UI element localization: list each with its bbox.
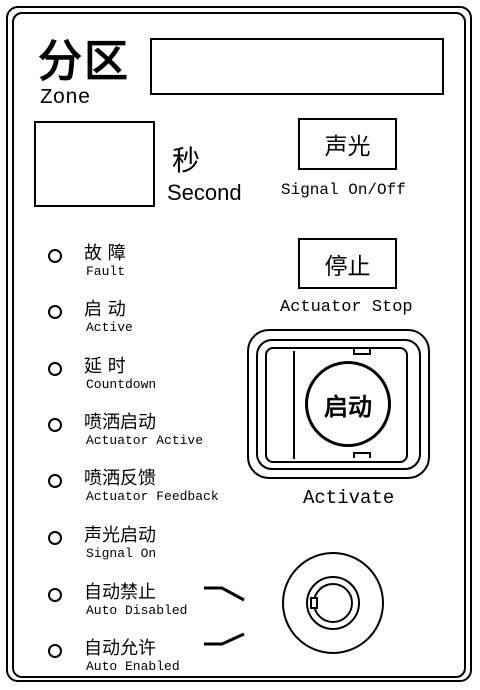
control-panel-inner (12, 12, 466, 678)
signal-toggle-caption: Signal On/Off (281, 181, 406, 199)
activate-button-frame-inner (256, 339, 421, 470)
activate-cover-tab-top (353, 349, 371, 355)
indicator-lamp-icon (48, 249, 62, 263)
activate-button-frame (247, 329, 430, 479)
indicator-label-cn: 故 障 (84, 243, 126, 264)
actuator-stop-caption: Actuator Stop (280, 298, 413, 317)
activate-cover-tab-bottom (353, 452, 371, 458)
zone-label-cn: 分区 (38, 36, 130, 87)
seconds-label-cn: 秒 (172, 144, 201, 177)
actuator-stop-button-label: 停止 (324, 253, 371, 280)
control-panel-outer (6, 6, 472, 682)
seconds-display (34, 121, 155, 207)
indicator-label-cn: 延 时 (84, 356, 126, 377)
key-lock-icon (313, 583, 353, 623)
indicator-label-en: Actuator Feedback (86, 489, 219, 504)
key-notch-icon (310, 597, 318, 609)
seconds-label-en: Second (167, 180, 242, 205)
indicator-lamp-icon (48, 644, 62, 658)
signal-toggle-button[interactable]: 声光 (298, 118, 397, 170)
activate-button-label: 启动 (324, 392, 372, 421)
zone-display (150, 38, 444, 95)
indicator-label-cn: 喷洒启动 (84, 412, 156, 433)
activate-cover-hinge (293, 351, 405, 459)
zone-label-en: Zone (40, 87, 91, 110)
activate-caption: Activate (303, 487, 395, 509)
actuator-stop-button[interactable]: 停止 (298, 238, 397, 289)
indicator-label-en: Signal On (86, 546, 157, 561)
indicator-lamp-icon (48, 531, 62, 545)
auto-disabled-line (204, 586, 245, 602)
indicator-lamp-icon (48, 474, 62, 488)
selector-line-icon (204, 586, 245, 646)
auto-enabled-line (204, 632, 245, 646)
indicator-lamp-icon (48, 418, 62, 432)
indicator-label-cn: 启 动 (84, 299, 126, 320)
indicator-label-en: Auto Disabled (86, 603, 188, 618)
activate-button-cover[interactable] (265, 347, 408, 463)
indicator-lamp-icon (48, 588, 62, 602)
indicator-label-cn: 喷洒反馈 (84, 468, 156, 489)
indicator-label-cn: 自动禁止 (84, 582, 156, 603)
indicator-label-cn: 声光启动 (84, 525, 156, 546)
signal-toggle-button-label: 声光 (324, 134, 371, 160)
indicator-lamp-icon (48, 362, 62, 376)
indicator-label-cn: 自动允许 (84, 638, 156, 659)
key-switch-ring (306, 576, 360, 630)
indicator-label-en: Countdown (86, 377, 157, 392)
indicator-label-en: Actuator Active (86, 433, 204, 448)
activate-button[interactable]: 启动 (305, 361, 391, 447)
key-switch[interactable] (282, 552, 384, 654)
indicator-lamp-icon (48, 305, 62, 319)
indicator-label-en: Auto Enabled (86, 659, 180, 674)
indicator-label-en: Fault (86, 264, 126, 279)
indicator-label-en: Active (86, 320, 133, 335)
